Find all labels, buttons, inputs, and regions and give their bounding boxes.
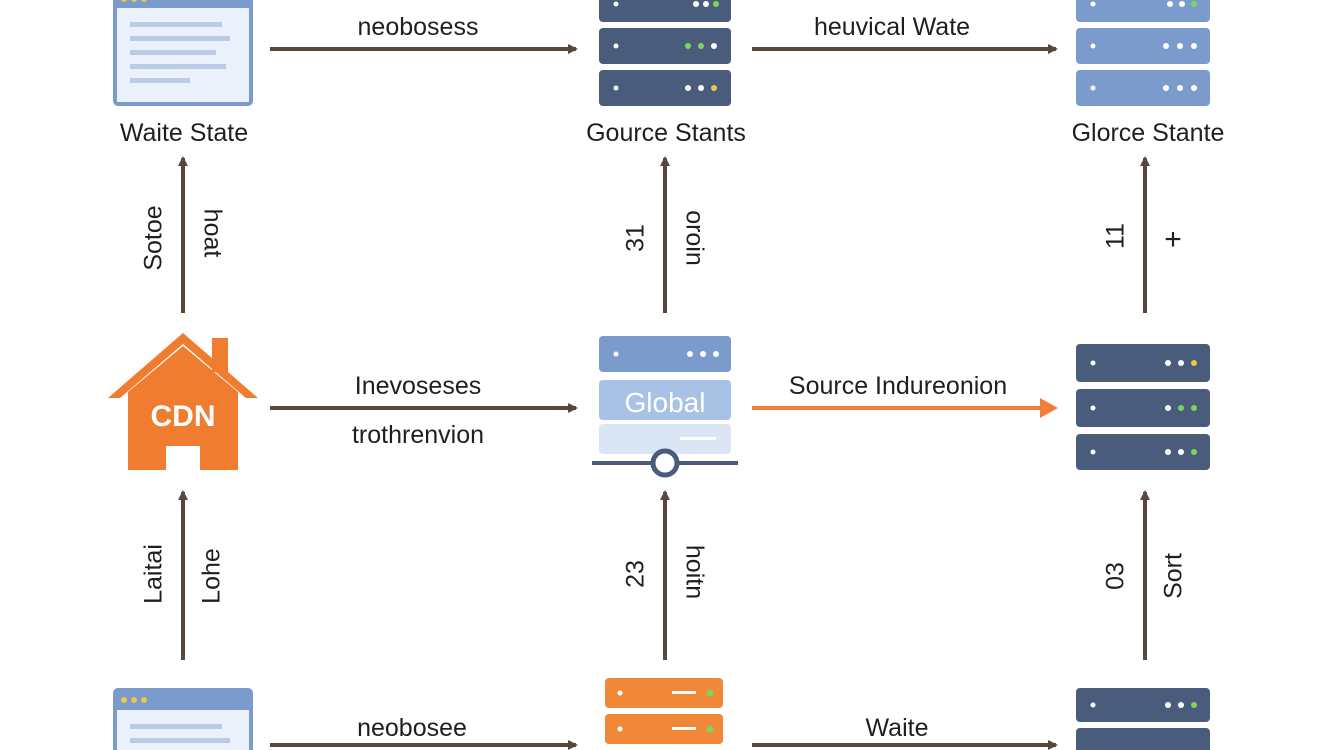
global-label: Global (625, 387, 706, 418)
edge-label-vertical: 11 (1101, 223, 1130, 249)
edge-label-vertical: hoat (198, 208, 227, 258)
browser-window-icon (113, 0, 253, 106)
node-label-gource-stants: Gource Stants (586, 119, 746, 147)
edge-label-vertical: Sort (1159, 553, 1188, 599)
edge-label-vertical: 23 (621, 560, 650, 588)
server-rack-icon (1076, 688, 1210, 750)
node-label-glorce-stante: Glorce Stante (1071, 119, 1225, 147)
edge-label: trothrenvion (351, 421, 485, 449)
edge-label: neobosee (357, 714, 467, 742)
browser-window-icon (113, 688, 253, 750)
edge-label: neobosess (357, 13, 479, 41)
edge-label: Inevoseses (354, 372, 482, 400)
edge-label-vertical: Sotoe (139, 205, 168, 271)
edge-label-vertical: hoitn (680, 544, 709, 600)
edge-label: Source Indureonion (788, 372, 1008, 400)
edge-label-vertical: 03 (1101, 562, 1130, 590)
cdn-label: CDN (151, 400, 216, 433)
edge-label: Waite (865, 714, 929, 742)
edge-label-vertical: 31 (621, 224, 650, 252)
edge-label: heuvical Wate (813, 13, 971, 41)
edge-label: + (1164, 223, 1182, 256)
node-label-waite-state: Waite State (119, 119, 249, 147)
edge-label-vertical: oroin (680, 210, 709, 266)
edge-label-vertical: Lohe (197, 548, 226, 604)
global-server-icon: Global (592, 336, 738, 478)
server-rack-icon (1076, 344, 1210, 470)
server-rack-icon (605, 678, 723, 744)
edge-arrowhead-accent (1040, 398, 1058, 418)
edge-label-vertical: Laitai (139, 544, 168, 604)
server-rack-icon (599, 0, 731, 106)
house-icon: CDN (108, 333, 258, 470)
server-rack-icon (1076, 0, 1210, 106)
